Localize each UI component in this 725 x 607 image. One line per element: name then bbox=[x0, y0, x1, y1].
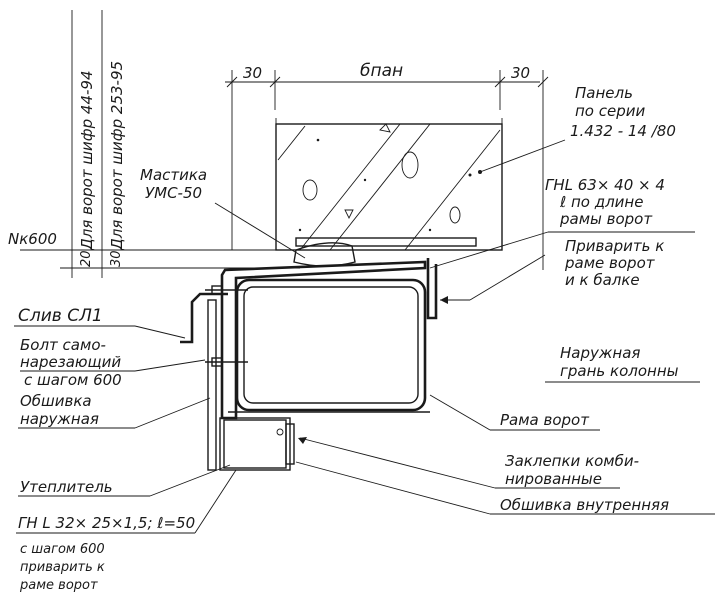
sheath-out-label-1: Обшивка bbox=[20, 392, 92, 410]
weld-label-2: раме ворот bbox=[564, 254, 656, 272]
vert-text-2: Для ворот шифр 253-95 bbox=[108, 61, 126, 251]
col-edge-label-1: Наружная bbox=[560, 344, 640, 362]
dim-20-label: 20 bbox=[79, 250, 94, 267]
insulation-block bbox=[219, 417, 295, 471]
dim-right-label: 30 bbox=[511, 64, 530, 82]
column-edge: Наружная грань колонны bbox=[545, 344, 700, 383]
insulation-label-group: Утеплитель bbox=[18, 464, 231, 497]
frame-label-group: Рама ворот bbox=[429, 394, 600, 431]
mastic: Мастика УМС-50 bbox=[140, 166, 356, 267]
panel-label-2: по серии bbox=[575, 102, 645, 120]
mastic-label-1: Мастика bbox=[140, 166, 207, 184]
dim-30b-label: 30 bbox=[109, 250, 124, 267]
gate-frame bbox=[220, 260, 430, 420]
angle-profile: ГНL 63× 40 × 4 ℓ по длине рамы ворот bbox=[426, 176, 695, 320]
nk-level-label: Nк600 bbox=[8, 230, 57, 248]
panel-label-3: 1.432 - 14 /80 bbox=[570, 122, 676, 140]
rivets-label-2: нированные bbox=[505, 470, 602, 488]
gnl-label-2: ℓ по длине bbox=[559, 193, 643, 211]
pitch-label-3: раме ворот bbox=[19, 578, 98, 593]
rivets: Заклепки комби- нированные bbox=[298, 437, 639, 489]
insulation-label: Утеплитель bbox=[20, 478, 113, 496]
pitch-label-1: с шагом 600 bbox=[20, 542, 105, 557]
weld-label-3: и к балке bbox=[565, 271, 640, 289]
weld-note: Приварить к раме ворот и к балке bbox=[440, 237, 664, 304]
inner-sheathing: Обшивка внутренняя bbox=[295, 461, 715, 515]
drain-label: Слив СЛ1 bbox=[18, 306, 103, 326]
rivets-label-1: Заклепки комби- bbox=[505, 452, 639, 470]
dim-title-label: бпан bbox=[360, 61, 403, 81]
vert-text-1: Для ворот шифр 44-94 bbox=[78, 71, 96, 252]
top-dimension: 30 бпан 30 bbox=[225, 61, 549, 270]
weld-label-1: Приварить к bbox=[565, 237, 664, 255]
bolt-label-1: Болт само- bbox=[20, 336, 106, 354]
panel-label-1: Панель bbox=[575, 84, 633, 102]
bolt-label-2: нарезающий bbox=[20, 353, 121, 371]
bolt-label-3: с шагом 600 bbox=[24, 371, 122, 389]
self-tapping-bolt: Болт само- нарезающий с шагом 600 bbox=[20, 285, 248, 389]
mastic-label-2: УМС-50 bbox=[145, 184, 202, 202]
col-edge-label-2: грань колонны bbox=[560, 362, 679, 380]
outer-sheathing: Обшивка наружная bbox=[18, 299, 217, 471]
panel-label: Панель по серии 1.432 - 14 /80 bbox=[478, 84, 676, 174]
drain-flashing: Слив СЛ1 bbox=[14, 292, 228, 344]
dim-left-label: 30 bbox=[243, 64, 262, 82]
concrete-panel bbox=[275, 118, 503, 251]
gnl32-label: ГН L 32× 25×1,5; ℓ=50 bbox=[18, 514, 195, 532]
sheath-in-label: Обшивка внутренняя bbox=[500, 496, 669, 514]
frame-label: Рама ворот bbox=[500, 411, 590, 429]
gnl-label-3: рамы ворот bbox=[559, 210, 653, 228]
gnl-label-1: ГНL 63× 40 × 4 bbox=[545, 176, 665, 194]
sheath-out-label-2: наружная bbox=[20, 410, 99, 428]
pitch-label-2: приварить к bbox=[20, 560, 105, 575]
small-angle: ГН L 32× 25×1,5; ℓ=50 с шагом 600 привар… bbox=[16, 469, 237, 593]
vertical-notes: Для ворот шифр 44-94 Для ворот шифр 253-… bbox=[8, 10, 300, 278]
